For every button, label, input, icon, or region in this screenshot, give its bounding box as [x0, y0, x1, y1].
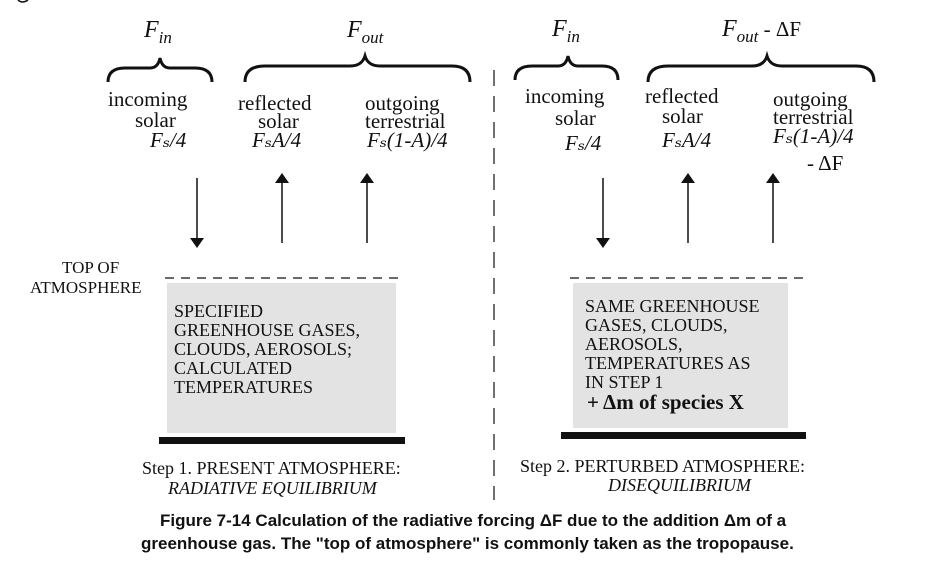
outgoing-formula-step1: Fₛ(1-A)/4: [367, 128, 448, 152]
atmosphere-box-step1: [167, 283, 396, 433]
fout-label-step2: Fout - ΔF: [722, 16, 802, 45]
step1-sublabel: RADIATIVE EQUILIBRIUM: [168, 478, 377, 498]
box-line-step1: CLOUDS, AEROSOLS;: [174, 339, 353, 359]
reflected-formula-step2: FₛA/4: [662, 128, 712, 152]
outgoing-label-line2-step2: terrestrial: [773, 105, 854, 129]
toa-label-line2: ATMOSPHERE: [30, 278, 142, 297]
box-line-step2: TEMPERATURES AS: [585, 353, 751, 373]
incoming-label-line2-step2: solar: [555, 106, 596, 130]
brace-fin-step2: [513, 55, 620, 81]
brace-fout-step1: [243, 50, 472, 83]
fout-label-step1: Fout: [347, 17, 383, 46]
fin-subscript: in: [158, 28, 172, 47]
incoming-label-line1-step2: incoming: [525, 84, 605, 108]
figure-caption-line2: greenhouse gas. The "top of atmosphere" …: [141, 534, 794, 553]
ground-bar-step1: [159, 437, 405, 444]
fin-symbol: F: [552, 16, 567, 42]
step2-label: Step 2. PERTURBED ATMOSPHERE:: [520, 456, 805, 476]
box-line-step2: IN STEP 1: [585, 372, 664, 392]
reflected-label-line2-step2: solar: [662, 104, 703, 128]
box-line-step1: SPECIFIED: [174, 301, 264, 321]
outgoing-label-line2-step1: terrestrial: [365, 109, 446, 133]
brace-fout-step2: [646, 50, 876, 83]
outgoing-delta-step2: - ΔF: [807, 151, 844, 175]
box-line-step1: CALCULATED: [174, 358, 292, 378]
box-line-step1: GREENHOUSE GASES,: [174, 320, 361, 340]
fin-symbol: F: [144, 17, 159, 43]
outgoing-label-line1-step1: outgoing: [365, 91, 440, 115]
fout-symbol: F: [722, 16, 737, 42]
fout-subscript: out: [736, 27, 759, 46]
reflected-label-line1-step2: reflected: [645, 84, 719, 108]
box-line-step2: SAME GREENHOUSE: [585, 296, 760, 316]
toa-label-line1: TOP OF: [62, 258, 120, 277]
incoming-label-line2-step1: solar: [135, 108, 176, 132]
box-line-step1: TEMPERATURES: [174, 377, 314, 397]
brace-fin-step1: [106, 57, 214, 83]
step2-sublabel: DISEQUILIBRIUM: [608, 475, 751, 495]
reflected-label-line1-step1: reflected: [238, 91, 312, 115]
fin-label-step1: Fin: [144, 17, 172, 46]
reflected-label-line2-step1: solar: [258, 109, 299, 133]
outgoing-label-line1-step2: outgoing: [773, 87, 848, 111]
fout-subscript: out: [361, 28, 384, 47]
box-line-step2: AEROSOLS,: [585, 334, 683, 354]
atmosphere-box-step2: [573, 283, 788, 428]
box-line-step2: GASES, CLOUDS,: [585, 315, 728, 335]
step1-label: Step 1. PRESENT ATMOSPHERE:: [142, 458, 401, 478]
corner-fragment: [17, 0, 29, 3]
outgoing-formula-step2: Fₛ(1-A)/4: [773, 124, 854, 148]
fout-delta-suffix: - ΔF: [758, 17, 802, 41]
incoming-label-line1-step1: incoming: [108, 87, 188, 111]
incoming-formula-step1: Fₛ/4: [150, 128, 187, 152]
figure-caption-line1: Figure 7-14 Calculation of the radiative…: [160, 511, 787, 530]
reflected-formula-step1: FₛA/4: [252, 128, 302, 152]
fout-symbol: F: [347, 17, 362, 43]
box-line-species-step2: + Δm of species X: [587, 390, 744, 414]
fin-label-step2: Fin: [552, 16, 580, 45]
fin-subscript: in: [566, 27, 580, 46]
incoming-formula-step2: Fₛ/4: [565, 131, 602, 155]
ground-bar-step2: [561, 432, 806, 439]
